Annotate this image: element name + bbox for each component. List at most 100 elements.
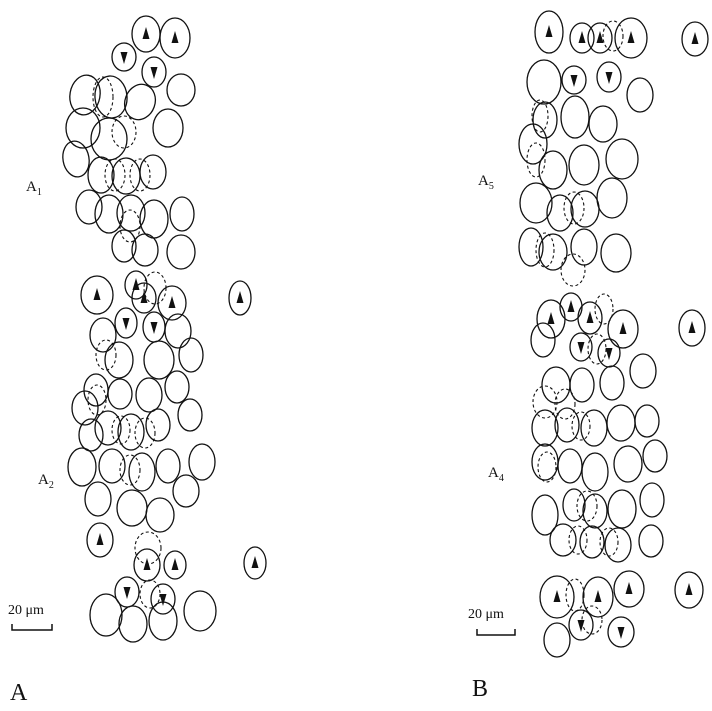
- panel-b-cell-17: [568, 144, 600, 186]
- panel-a-marker-up-34: [236, 291, 244, 303]
- panel-a-marker-up-66: [96, 533, 104, 545]
- panel-b-cell-69: [568, 525, 588, 555]
- panel-a-cell-74: [118, 605, 148, 643]
- panel-a-cell-49: [94, 410, 122, 446]
- panel-a-cell-34: [228, 280, 252, 316]
- panel-b-marker-down-9: [605, 72, 613, 84]
- panel-b-cell-60: [562, 488, 586, 522]
- panel-a-cell-21: [94, 194, 124, 234]
- panel-b-cell-56: [613, 445, 643, 483]
- panel-b-cell-71: [539, 575, 575, 619]
- panel-b-cell-10: [626, 77, 654, 113]
- panel-a-cell-25: [111, 229, 137, 263]
- panel-b-cell-46: [554, 388, 576, 420]
- panel-b-cell-27: [570, 228, 598, 266]
- panel-a-cell-24: [169, 196, 195, 232]
- panel-a-cell-44: [107, 378, 133, 410]
- panel-a-marker-up-32: [168, 296, 176, 308]
- panel-b-cell-73: [613, 570, 645, 608]
- panel-a-cell-43: [83, 373, 109, 407]
- panel-b-cell-24: [563, 191, 585, 225]
- panel-b-marker-up-1: [545, 25, 553, 37]
- panel-b-marker-down-8: [570, 75, 578, 87]
- panel-b-cell-15: [518, 123, 548, 165]
- panel-a-cell-12: [152, 108, 184, 148]
- panel-b-marker-up-32: [567, 300, 575, 312]
- panel-b-cell-9: [596, 61, 622, 93]
- panel-a-cell-67: [133, 548, 161, 582]
- panel-b-cell-79: [581, 605, 603, 635]
- panel-b-cell-63: [639, 482, 665, 518]
- panel-a-cell-39: [104, 341, 134, 379]
- panel-a-cell-6: [94, 75, 128, 119]
- panel-b-cell-26: [538, 233, 568, 271]
- panel-a-cell-62: [84, 481, 112, 517]
- panel-a-cell-35: [89, 317, 117, 353]
- panel-b-marker-up-71: [553, 590, 561, 602]
- panel-a-cell-66: [86, 522, 114, 558]
- panel-b-cell-67: [604, 527, 632, 563]
- panel-a-cell-22: [116, 194, 146, 232]
- panel-a-marker-down-4: [150, 67, 158, 79]
- panel-b-cell-21: [546, 194, 574, 232]
- panel-a-cell-28: [119, 209, 141, 243]
- panel-b-cell-37: [569, 332, 593, 362]
- panel-b-cell-70: [599, 527, 619, 557]
- panel-b-cell-7: [526, 59, 562, 105]
- panel-a-cell-73: [89, 593, 123, 637]
- panel-b-cell-5: [602, 20, 624, 52]
- panel-b-cell-47: [531, 409, 559, 447]
- panel-b-cell-29: [535, 232, 555, 268]
- panel-b-cell-50: [606, 404, 636, 442]
- panel-b-cell-18: [605, 138, 639, 180]
- panel-a-cell-13: [111, 115, 137, 149]
- region-label-a2: A2: [38, 472, 54, 491]
- panel-b-cell-40: [587, 333, 607, 365]
- panel-a-cell-29: [80, 275, 114, 315]
- panel-b-cell-54: [557, 448, 583, 484]
- panel-b-cell-58: [537, 451, 557, 483]
- panel-a-marker-up-68: [171, 558, 179, 570]
- panel-a-cell-38: [164, 313, 192, 349]
- panel-a-marker-down-71: [123, 587, 131, 599]
- panel-b-marker-up-34: [619, 322, 627, 334]
- panel-b-cell-65: [549, 523, 577, 557]
- panel-b-cell-43: [599, 365, 625, 401]
- panel-a-cell-15: [87, 156, 115, 194]
- panel-b-marker-up-73: [625, 582, 633, 594]
- panel-b-cell-6: [681, 21, 709, 57]
- panel-a-cell-17: [139, 154, 167, 190]
- panel-a-marker-up-30: [132, 278, 140, 290]
- panel-b-cell-34: [607, 309, 639, 349]
- panel-b-cell-12: [560, 95, 590, 139]
- panel-b-marker-up-33: [586, 311, 594, 323]
- panel-b-marker-up-72: [594, 590, 602, 602]
- panel-b-cell-28: [600, 233, 632, 273]
- panel-a-cell-14: [62, 140, 90, 178]
- panel-b-cell-16: [538, 150, 568, 190]
- panel-a-cell-2: [159, 17, 191, 59]
- panel-b-cell-68: [638, 524, 664, 558]
- panel-b-cell-3: [587, 22, 613, 54]
- panel-b-cell-76: [568, 609, 594, 641]
- panel-b-cell-55: [581, 452, 609, 492]
- panel-b-marker-up-6: [691, 32, 699, 44]
- panel-a-marker-up-2: [171, 31, 179, 43]
- panel-a-cell-51: [145, 408, 171, 442]
- panel-a-cell-61: [119, 454, 141, 486]
- panel-b-marker-up-3: [596, 31, 604, 43]
- panel-a-cell-26: [131, 233, 159, 267]
- panel-b-cell-45: [532, 385, 558, 419]
- panel-a-cell-77: [139, 579, 161, 609]
- panel-a-cell-63: [116, 489, 148, 527]
- panel-b-cell-39: [530, 322, 556, 358]
- region-label-a1: A1: [26, 179, 42, 198]
- panel-b-cell-52: [571, 411, 591, 441]
- panel-b-cell-2: [569, 22, 595, 54]
- panel-a-cell-33: [143, 271, 167, 305]
- panel-b-cell-66: [579, 525, 605, 559]
- panel-letter-a: A: [10, 680, 28, 706]
- panel-a-marker-down-3: [120, 52, 128, 64]
- panel-a-cell-30: [124, 270, 148, 300]
- panel-b: A5 A4 20 μm B: [468, 10, 709, 702]
